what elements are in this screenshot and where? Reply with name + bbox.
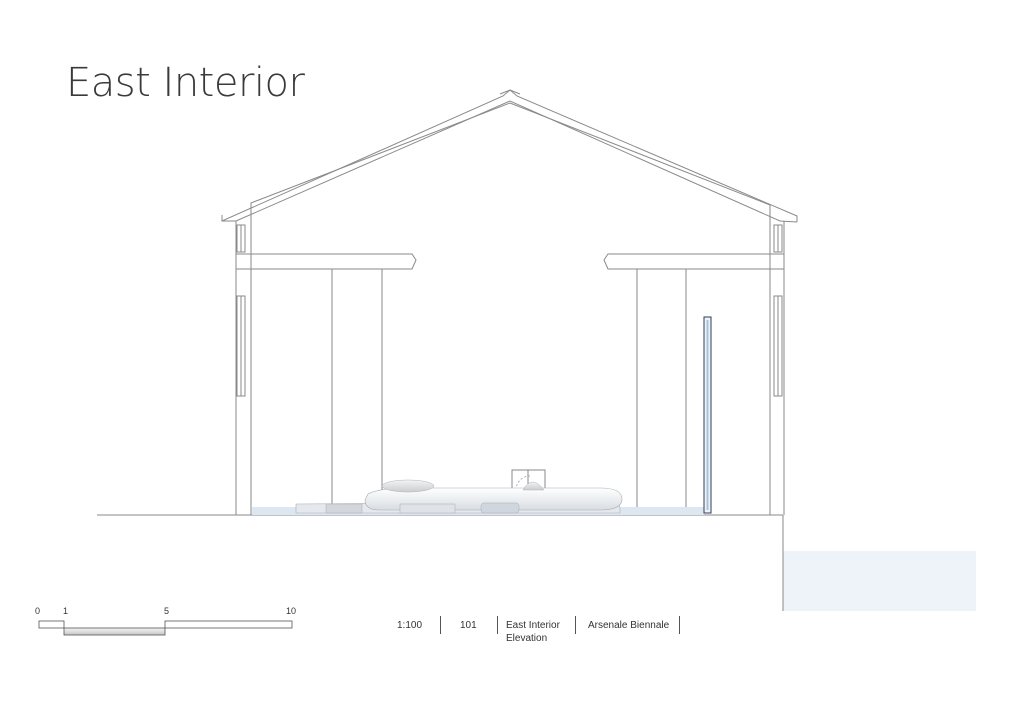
scale-tick-10: 10 (286, 606, 296, 616)
drawing-name-line2: Elevation (506, 633, 548, 644)
title-block-divider (440, 616, 441, 634)
title-block-drawing-name: East Interior Elevation (506, 619, 560, 645)
ceiling-gable (250, 102, 771, 254)
title-block-number: 101 (460, 620, 477, 631)
title-block-divider (679, 616, 680, 634)
roof-inner-outline (222, 100, 798, 223)
title-block-divider (497, 616, 498, 634)
water-body (783, 551, 976, 611)
title-block-project: Arsenale Biennale (588, 620, 670, 631)
scale-bar: 0 1 5 10 (35, 606, 296, 636)
rock-right (522, 481, 545, 491)
scale-tick-0: 0 (35, 606, 40, 616)
drawing-name-line1: East Interior (506, 620, 560, 631)
beam-left (236, 253, 417, 270)
drawing-title: East Interior (66, 60, 305, 106)
title-block-divider (575, 616, 576, 634)
scale-tick-5: 5 (164, 606, 169, 616)
rock-left (381, 479, 435, 493)
scale-tick-1: 1 (63, 606, 68, 616)
roof-outline (221, 89, 798, 222)
beam-right (603, 253, 784, 270)
title-block-scale: 1:100 (397, 620, 423, 631)
